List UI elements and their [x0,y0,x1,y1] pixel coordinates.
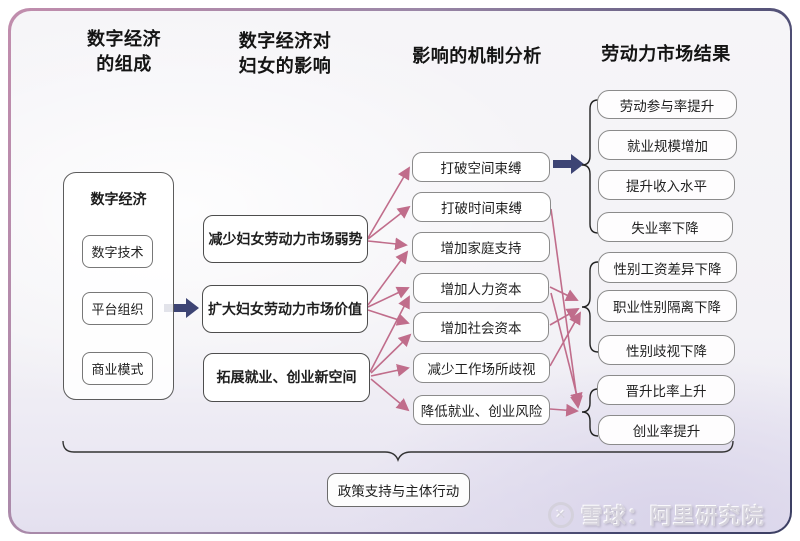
node-tech: 数字技术 [82,235,153,268]
header-col4: 劳动力市场结果 [596,42,736,67]
node-platform: 平台组织 [82,292,153,325]
node-o7: 性别歧视下降 [598,335,735,365]
node-o9: 创业率提升 [598,415,735,445]
node-o3: 提升收入水平 [598,170,735,200]
header-col2: 数字经济对 妇女的影响 [225,29,345,79]
header-col1-line2: 的组成 [96,54,152,74]
node-m2: 打破时间束缚 [412,192,551,222]
node-o6: 职业性别隔离下降 [597,290,737,322]
node-o4: 失业率下降 [597,212,733,242]
node-m7: 降低就业、创业风险 [413,395,550,425]
watermark: ✕ 雪球：阿里研究院 [548,499,765,531]
header-col2-line1: 数字经济对 [238,31,332,51]
node-c2a: 减少妇女劳动力市场弱势 [203,215,368,263]
header-col2-line2: 妇女的影响 [238,56,332,76]
header-col4-line1: 劳动力市场结果 [601,44,731,64]
node-policy-support: 政策支持与主体行动 [327,473,470,507]
node-o2: 就业规模增加 [598,130,737,160]
node-m4: 增加人力资本 [413,273,549,303]
node-digital-economy-title: 数字经济 [90,191,147,207]
node-m6: 减少工作场所歧视 [413,353,550,383]
node-m1: 打破空间束缚 [412,152,550,182]
node-c2b: 扩大妇女劳动力市场价值 [202,285,368,333]
header-col3-line1: 影响的机制分析 [412,46,542,66]
node-business: 商业模式 [82,352,153,385]
node-c2c: 拓展就业、创业新空间 [203,353,370,402]
node-m3: 增加家庭支持 [412,232,550,262]
node-o1: 劳动参与率提升 [597,90,737,119]
header-col1: 数字经济 的组成 [60,27,188,77]
watermark-text: 雪球：阿里研究院 [581,504,766,529]
header-col3: 影响的机制分析 [407,44,547,69]
node-m5: 增加社会资本 [413,312,549,342]
header-col1-line1: 数字经济 [87,29,161,49]
node-o8: 晋升比率上升 [597,375,735,405]
node-o5: 性别工资差异下降 [598,252,737,283]
snowball-x-icon: ✕ [548,502,574,528]
